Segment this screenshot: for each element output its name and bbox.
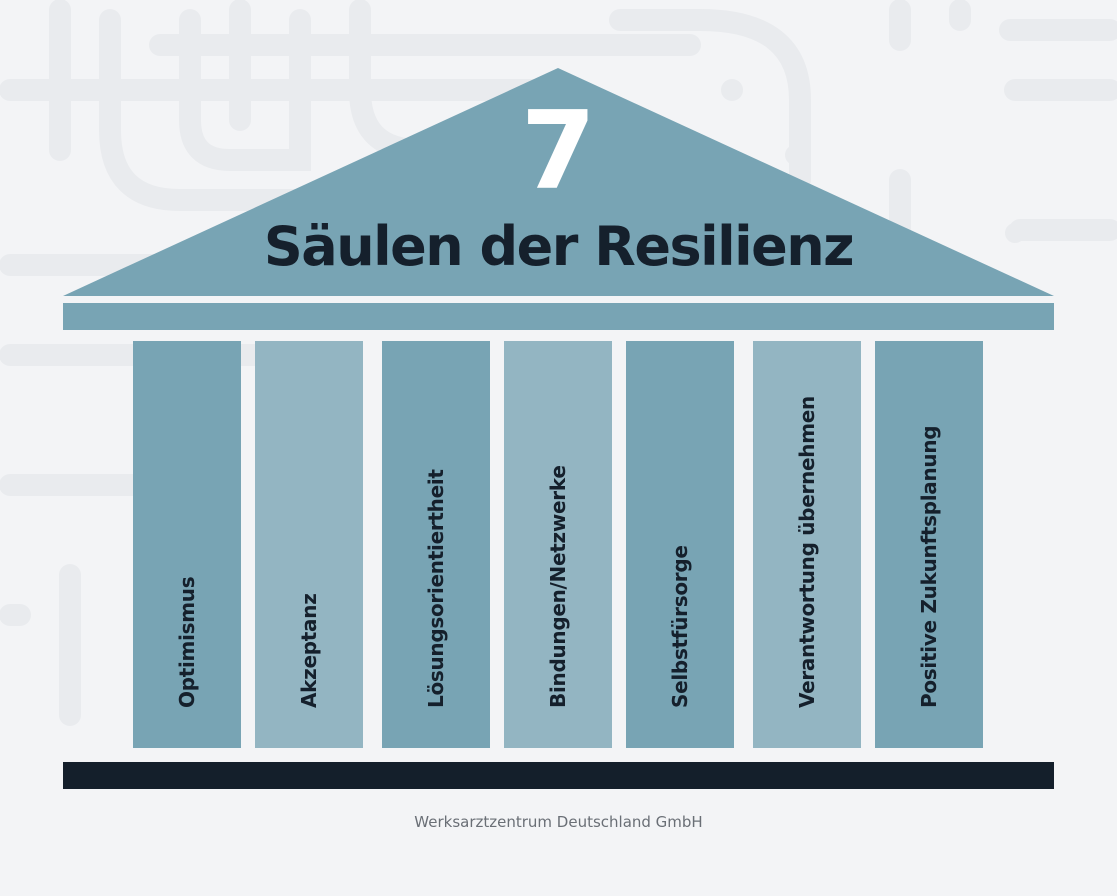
footer-credit: Werksarztzentrum Deutschland GmbH <box>414 813 703 831</box>
pillar-label: Positive Zukunftsplanung <box>917 425 941 708</box>
pillar-verantwortung: Verantwortung übernehmen <box>753 341 861 748</box>
pillar-label: Akzeptanz <box>297 593 321 708</box>
pillar-label: Selbstfürsorge <box>668 545 692 708</box>
pillar-optimismus: Optimismus <box>133 341 241 748</box>
pillar-label: Optimismus <box>175 576 199 708</box>
pillar-label: Bindungen/Netzwerke <box>546 465 570 708</box>
pillar-count: 7 <box>520 89 597 214</box>
pillar-label: Lösungsorientiertheit <box>424 469 448 708</box>
pillar-zukunftsplanung: Positive Zukunftsplanung <box>875 341 983 748</box>
pillar-loesungsorientiertheit: Lösungsorientiertheit <box>382 341 490 748</box>
pillar-label: Verantwortung übernehmen <box>795 396 819 708</box>
pillar-akzeptanz: Akzeptanz <box>255 341 363 748</box>
architrave-beam <box>63 303 1054 330</box>
diagram-title: Säulen der Resilienz <box>263 215 855 278</box>
base-plinth <box>63 762 1054 789</box>
pillar-bindungen-netzwerke: Bindungen/Netzwerke <box>504 341 612 748</box>
pillar-selbstfuersorge: Selbstfürsorge <box>626 341 734 748</box>
